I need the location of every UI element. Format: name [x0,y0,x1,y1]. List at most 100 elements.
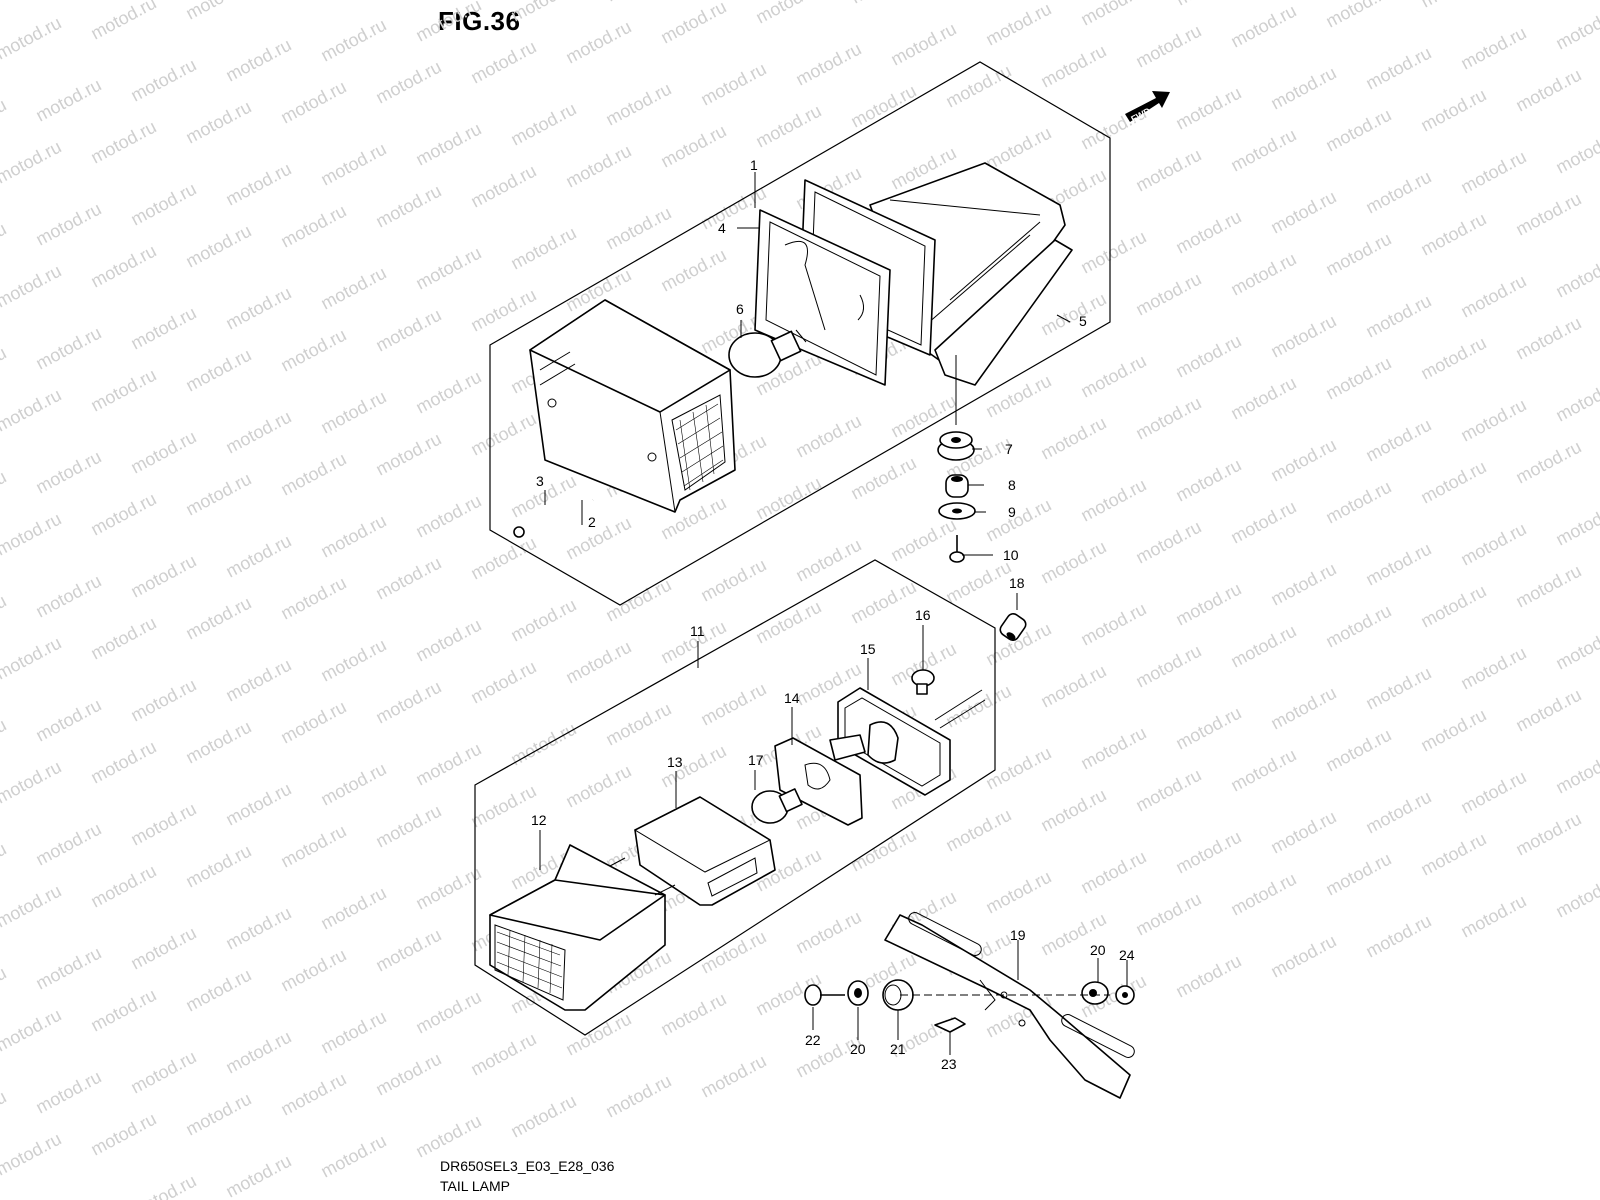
callout-14: 14 [784,690,800,706]
watermark-text: motod.ru [277,201,349,252]
watermark-text: motod.ru [562,513,634,564]
watermark-text: motod.ru [982,495,1054,546]
watermark-text: motod.ru [1172,207,1244,258]
watermark-text: motod.ru [277,325,349,376]
watermark-text: motod.ru [277,77,349,128]
watermark-text: motod.ru [1077,0,1149,30]
watermark-text: motod.ru [1172,0,1244,10]
watermark-text: motod.ru [1457,271,1529,322]
watermark-text: motod.ru [182,593,254,644]
watermark-text: motod.ru [1037,289,1109,340]
watermark-text: motod.ru [1362,43,1434,94]
watermark-text: motod.ru [1227,1,1299,52]
watermark-text: motod.ru [942,61,1014,112]
watermark-text: motod.ru [697,59,769,110]
part-3-screw [513,498,594,538]
callout-9: 9 [1008,504,1016,520]
watermark-text: motod.ru [1132,517,1204,568]
watermark-text: motod.ru [1552,499,1600,550]
watermark-text: motod.ru [697,927,769,978]
watermark-text: motod.ru [1552,3,1600,54]
watermark-text: motod.ru [1267,311,1339,362]
watermark-text: motod.ru [602,203,674,254]
watermark-text: motod.ru [467,409,539,460]
watermark-text: motod.ru [87,117,159,168]
callout-1: 1 [750,157,758,173]
watermark-text: motod.ru [222,779,294,830]
watermark-text: motod.ru [562,17,634,68]
watermark-text: motod.ru [1037,41,1109,92]
watermark-text: motod.ru [32,323,104,374]
watermark-text: motod.ru [87,0,159,44]
watermark-text: motod.ru [792,907,864,958]
callout-4: 4 [718,220,726,236]
watermark-text: motod.ru [317,263,389,314]
watermark-text: motod.ru [277,945,349,996]
watermark-text: motod.ru [412,243,484,294]
watermark-text: motod.ru [1457,395,1529,446]
watermark-text: motod.ru [412,119,484,170]
part-15-socket-housing [829,687,986,796]
callout-6: 6 [736,301,744,317]
watermark-text: motod.ru [847,577,919,628]
watermark-text: motod.ru [412,615,484,666]
watermark-text: motod.ru [1077,475,1149,526]
watermark-text: motod.ru [1037,785,1109,836]
watermark-text: motod.ru [562,761,634,812]
watermark-text: motod.ru [127,179,199,230]
watermark-text: motod.ru [1172,331,1244,382]
callout-8: 8 [1008,477,1016,493]
part-8-collar [945,474,969,498]
watermark-text: motod.ru [317,759,389,810]
watermark-text: motod.ru [467,285,539,336]
watermark-text: motod.ru [982,743,1054,794]
watermark-text: motod.ru [752,0,824,28]
part-22-bolt [804,984,845,1006]
watermark-text: motod.ru [127,799,199,850]
watermark-text: motod.ru [1322,0,1394,32]
assembly-frame-upper [489,61,1111,606]
watermark-text: motod.ru [0,137,65,188]
watermark-text: motod.ru [317,511,389,562]
watermark-text: motod.ru [182,965,254,1016]
watermark-text: motod.ru [1132,393,1204,444]
watermark-text: motod.ru [0,963,10,1014]
watermark-text: motod.ru [1362,291,1434,342]
watermark-text: motod.ru [317,883,389,934]
watermark-text: motod.ru [467,533,539,584]
watermark-text: motod.ru [222,283,294,334]
part-7-grommet [937,431,975,461]
watermark-text: motod.ru [847,825,919,876]
watermark-text: motod.ru [982,867,1054,918]
watermark-text: motod.ru [0,1005,65,1056]
watermark-text: motod.ru [222,1027,294,1078]
watermark-text: motod.ru [562,1009,634,1060]
callout-21: 21 [890,1041,906,1057]
watermark-text: motod.ru [32,199,104,250]
watermark-text: motod.ru [1417,85,1489,136]
watermark-text: motod.ru [1227,621,1299,672]
watermark-text: motod.ru [1037,661,1109,712]
watermark-text: motod.ru [507,0,579,26]
watermark-text: motod.ru [1322,105,1394,156]
watermark-text: motod.ru [982,123,1054,174]
watermark-text: motod.ru [792,411,864,462]
watermark-text: motod.ru [657,121,729,172]
watermark-text: motod.ru [602,79,674,130]
callout-7: 7 [1005,441,1013,457]
callout-2: 2 [588,514,596,530]
callout-19: 19 [1010,927,1026,943]
callout-11: 11 [690,623,705,639]
watermark-text: motod.ru [87,241,159,292]
part-21-spacer [882,979,914,1011]
watermark-text: motod.ru [0,509,65,560]
watermark-text: motod.ru [1267,187,1339,238]
watermark-text: motod.ru [0,633,65,684]
watermark-text: motod.ru [602,575,674,626]
watermark-text: motod.ru [182,0,254,24]
watermark-text: motod.ru [1077,847,1149,898]
callout-15: 15 [860,641,876,657]
watermark-text: motod.ru [752,473,824,524]
part-16-bolt [911,669,935,695]
